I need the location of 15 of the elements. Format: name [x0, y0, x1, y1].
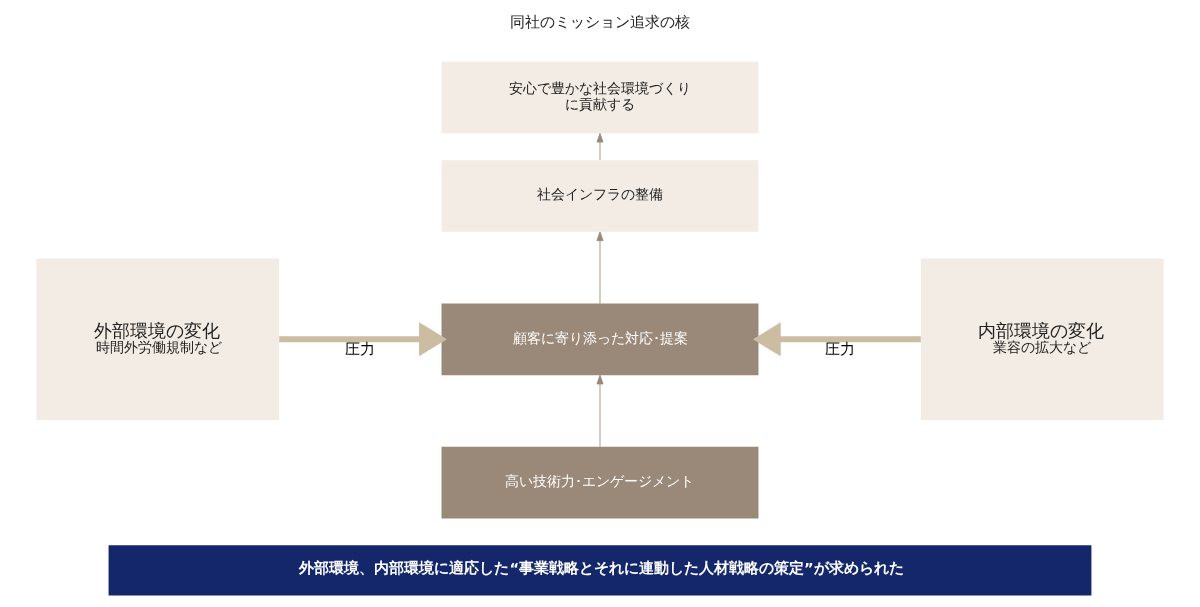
node-box: 社会インフラの整備: [441, 160, 759, 232]
arrow: [596, 231, 604, 304]
node-box: 外部環境の変化 時間外労働規制など: [36, 258, 280, 421]
arrow: [279, 322, 447, 357]
node-box: 安心で豊かな社会環境づくりに貢献する: [441, 61, 759, 134]
node-box: 高い技術力･エンゲージメント: [441, 446, 759, 519]
label: 同社のミッション追求の核: [510, 12, 690, 30]
edge-label: 圧力: [824, 339, 855, 357]
node-box: 外部環境、内部環境に適応した“事業戦略とそれに連動した人材戦略の策定”が求められた: [108, 545, 1092, 596]
node-box: 顧客に寄り添った対応･提案: [441, 303, 759, 376]
arrow: [596, 374, 604, 448]
node-box: 内部環境の変化 業容の拡大など: [920, 258, 1164, 421]
arrow: [752, 322, 921, 357]
edge-label: 圧力: [345, 339, 376, 357]
arrow: [596, 132, 604, 161]
